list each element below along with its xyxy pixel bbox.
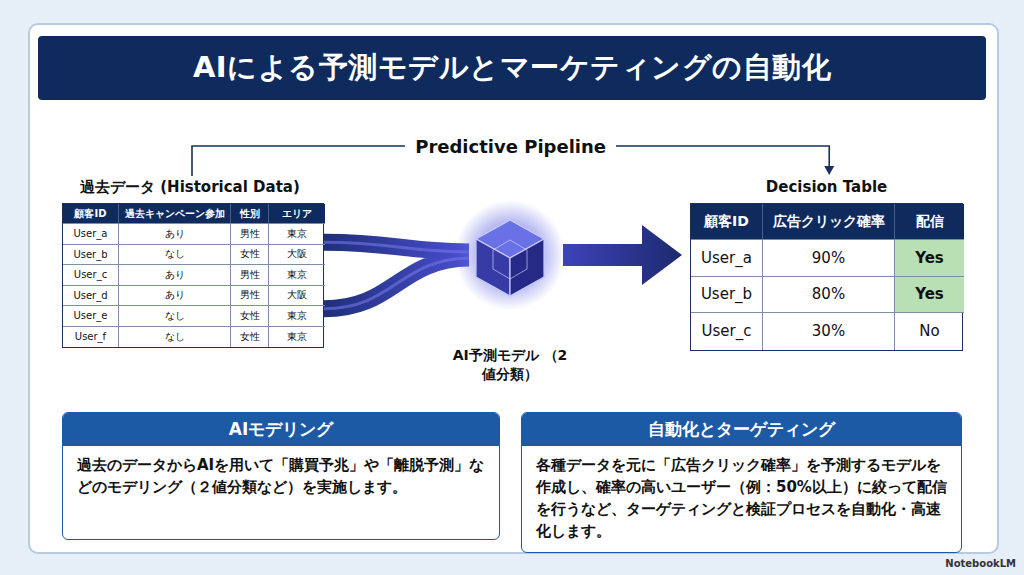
table-cell: User_b [63, 245, 119, 266]
cube-icon [455, 200, 565, 310]
table-cell: 80% [763, 277, 895, 314]
cube-outline [476, 220, 544, 296]
table-cell: 東京 [269, 306, 325, 327]
data-table: 顧客ID広告クリック確率配信User_a90%YesUser_b80%YesUs… [690, 203, 963, 351]
table-header-cell: 広告クリック確率 [763, 204, 895, 240]
flow-band-highlight [324, 242, 469, 309]
table-node: 過去データ (Historical Data)顧客ID過去キャンペーン参加性別エ… [62, 176, 324, 348]
table-header-cell: 過去キャンペーン参加 [119, 204, 231, 224]
table-cell: 東京 [269, 327, 325, 348]
table-cell: User_a [691, 240, 763, 277]
watermark: NotebookLM [945, 558, 1016, 569]
table-header-cell: 顧客ID [63, 204, 119, 224]
data-table: 顧客ID過去キャンペーン参加性別エリアUser_aあり男性東京User_bなし女… [62, 203, 324, 348]
info-box: 自動化とターゲティング各種データを元に「広告クリック確率」を予測するモデルを作成… [521, 412, 962, 553]
table-cell: あり [119, 286, 231, 307]
table-cell: User_d [63, 286, 119, 307]
table-cell: User_b [691, 277, 763, 314]
table-cell: User_f [63, 327, 119, 348]
table-cell: 女性 [231, 306, 269, 327]
box-body: 各種データを元に「広告クリック確率」を予測するモデルを作成し、確率の高いユーザー… [522, 446, 961, 552]
table-header-cell: エリア [269, 204, 325, 224]
arrow-head [824, 166, 834, 175]
table-header-cell: 性別 [231, 204, 269, 224]
box-header: AIモデリング [63, 413, 499, 446]
glow [455, 200, 565, 310]
model-label: AI予測モデル （2値分類） [450, 346, 570, 384]
table-cell: なし [119, 306, 231, 327]
flow-arrow [563, 225, 682, 285]
table-cell: User_c [691, 313, 763, 350]
table-cell: Yes [895, 277, 964, 314]
table-cell: No [895, 313, 964, 350]
box-header: 自動化とターゲティング [522, 413, 961, 446]
table-cell: あり [119, 265, 231, 286]
cube-inner [493, 240, 527, 279]
table-node: Decision Table顧客ID広告クリック確率配信 User_a90%Yes… [690, 176, 963, 351]
table-cell: 大阪 [269, 286, 325, 307]
table-cell: Yes [895, 240, 964, 277]
table-cell: 30% [763, 313, 895, 350]
table-cell: なし [119, 245, 231, 266]
table-cell: 大阪 [269, 245, 325, 266]
title-bar: AIによる予測モデルとマーケティングの自動化 [38, 36, 986, 100]
table-cell: 女性 [231, 327, 269, 348]
table-header-cell: 配信 [895, 204, 964, 240]
edge-label: Predictive Pipeline [405, 136, 616, 157]
table-cell: なし [119, 327, 231, 348]
table-cell: User_e [63, 306, 119, 327]
table-heading: Decision Table [690, 176, 963, 203]
connector [563, 225, 682, 285]
table-cell: User_a [63, 224, 119, 245]
flow-band [324, 242, 469, 309]
table-cell: 男性 [231, 224, 269, 245]
connector [324, 242, 469, 309]
title-text: AIによる予測モデルとマーケティングの自動化 [193, 48, 831, 88]
table-cell: 90% [763, 240, 895, 277]
table-cell: あり [119, 224, 231, 245]
box-body: 過去のデータからAIを用いて「購買予兆」や「離脱予測」などのモデリング（２値分類… [63, 446, 499, 508]
table-cell: 東京 [269, 265, 325, 286]
table-header-cell: 顧客ID [691, 204, 763, 240]
table-cell: 男性 [231, 265, 269, 286]
table-heading: 過去データ (Historical Data) [62, 176, 324, 203]
table-cell: 東京 [269, 224, 325, 245]
table-cell: 男性 [231, 286, 269, 307]
info-box: AIモデリング過去のデータからAIを用いて「購買予兆」や「離脱予測」などのモデリ… [62, 412, 500, 540]
model-node: AI予測モデル （2値分類） [450, 200, 570, 384]
table-cell: User_c [63, 265, 119, 286]
table-cell: 女性 [231, 245, 269, 266]
